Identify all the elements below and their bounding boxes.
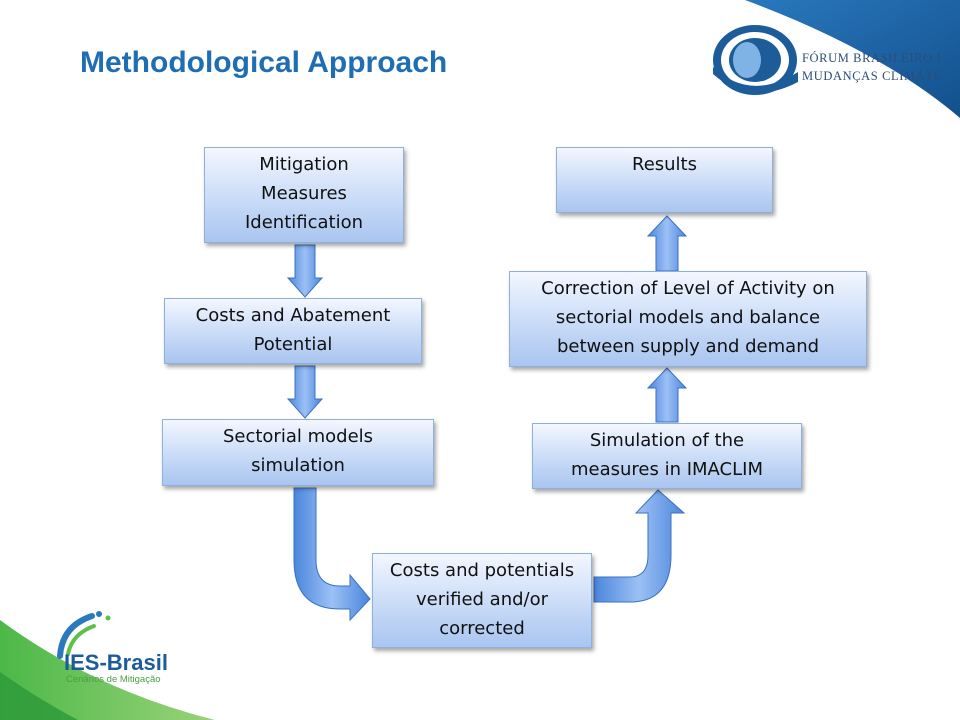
arrow-down-1 — [286, 244, 324, 298]
arrow-curve-to-verified — [293, 487, 371, 622]
arrow-down-2 — [286, 365, 324, 419]
corner-ribbon-bottom-left — [0, 620, 215, 720]
box-imaclim-simulation-label: Simulation of the measures in IMACLIM — [570, 430, 763, 480]
ies-brasil-name: IES-Brasil — [64, 650, 168, 675]
box-costs-abatement: Costs and Abatement Potential — [164, 298, 422, 364]
box-correction-activity: Correction of Level of Activity on secto… — [509, 271, 867, 367]
ies-brasil-logo: IES-Brasil Cenários de Mitigação — [57, 611, 168, 685]
forum-logo: FÓRUM BRASILEIRO DE MUDANÇAS CLIMÁTICAS — [713, 25, 940, 95]
box-sectorial-simulation: Sectorial models simulation — [162, 419, 434, 486]
box-results: Results — [556, 147, 773, 213]
arrow-up-1 — [646, 367, 688, 423]
slide-title: Methodological Approach — [80, 46, 448, 79]
forum-logo-mark — [713, 25, 798, 95]
arrow-up-2 — [646, 215, 688, 272]
ies-brasil-tagline: Cenários de Mitigação — [66, 674, 161, 685]
forum-logo-line2: MUDANÇAS CLIMÁTICAS — [802, 69, 940, 83]
forum-logo-line1: FÓRUM BRASILEIRO DE — [802, 51, 940, 65]
box-costs-verified: Costs and potentials verified and/or cor… — [372, 553, 592, 648]
corner-ribbon-bottom-left-dark — [0, 672, 78, 720]
arrow-curve-to-imaclim — [593, 489, 686, 603]
box-sectorial-simulation-label: Sectorial models simulation — [222, 426, 374, 476]
box-imaclim-simulation: Simulation of the measures in IMACLIM — [532, 423, 802, 489]
box-mitigation-measures-label: Mitigation Measures Identification — [244, 154, 364, 233]
box-mitigation-measures: Mitigation Measures Identification — [204, 147, 404, 243]
box-correction-activity-label: Correction of Level of Activity on secto… — [541, 278, 835, 357]
ies-brasil-logo-mark — [57, 611, 111, 659]
corner-ribbon-top-right — [745, 0, 960, 118]
box-costs-abatement-label: Costs and Abatement Potential — [195, 305, 391, 355]
box-results-label: Results — [632, 154, 697, 175]
box-costs-verified-label: Costs and potentials verified and/or cor… — [389, 560, 575, 639]
